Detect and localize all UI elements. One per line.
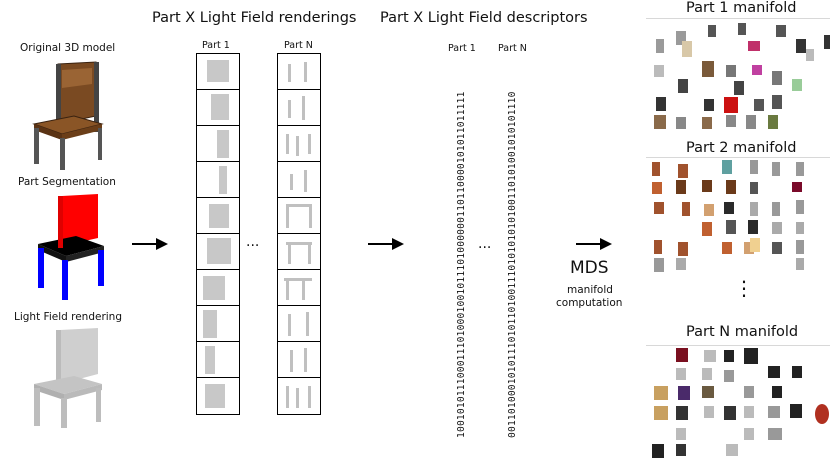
render-frame — [197, 54, 239, 90]
render-frame — [278, 90, 320, 126]
manifoldN-title: Part N manifold — [686, 324, 799, 340]
arrow-to-descriptors — [368, 238, 404, 250]
light-field-rendering-label: Light Field rendering — [14, 311, 122, 323]
descriptor-bits-partN: 0011010001010111010110100111010101010100… — [507, 91, 518, 438]
renderings-ellipsis: ··· — [246, 238, 260, 254]
render-frame — [278, 126, 320, 162]
render-frame — [197, 378, 239, 414]
manifold1-panel — [646, 18, 830, 135]
render-frame — [278, 378, 320, 414]
render-frame — [197, 90, 239, 126]
renderings-partN-column — [277, 53, 321, 415]
render-frame — [278, 54, 320, 90]
render-frame — [197, 162, 239, 198]
descriptors-title: Part X Light Field descriptors — [380, 10, 588, 26]
mds-title: MDS — [570, 258, 609, 278]
manifold2-title: Part 2 manifold — [686, 140, 797, 156]
render-frame — [278, 234, 320, 270]
manifoldN-thumbnails — [652, 348, 829, 458]
grey-rendered-chair-image — [34, 328, 102, 428]
renderings-title: Part X Light Field renderings — [152, 10, 357, 26]
render-frame — [278, 198, 320, 234]
renderings-part1-column — [196, 53, 240, 415]
segmented-chair-image — [38, 194, 104, 300]
renderings-partN-label: Part N — [284, 40, 313, 51]
arrow-to-renderings — [132, 238, 168, 250]
manifold2-thumbnails — [652, 160, 804, 272]
descriptors-ellipsis: ··· — [478, 240, 492, 256]
render-frame — [197, 270, 239, 306]
descriptors-partN-label: Part N — [498, 43, 527, 54]
mds-sub-computation: computation — [556, 297, 623, 309]
render-frame — [197, 234, 239, 270]
original-model-label: Original 3D model — [20, 42, 116, 54]
render-frame — [278, 270, 320, 306]
render-frame — [197, 126, 239, 162]
manifold2-panel — [646, 157, 830, 274]
mds-sub-manifold: manifold — [567, 284, 613, 296]
render-frame — [197, 342, 239, 378]
render-frame — [278, 342, 320, 378]
original-chair-image — [32, 61, 104, 170]
renderings-part1-label: Part 1 — [202, 40, 230, 51]
arrow-to-manifolds — [576, 238, 612, 250]
manifold-vertical-ellipsis: ⋮ — [734, 276, 754, 300]
descriptors-part1-label: Part 1 — [448, 43, 476, 54]
render-frame — [197, 198, 239, 234]
render-frame — [197, 306, 239, 342]
render-frame — [278, 162, 320, 198]
manifold1-title: Part 1 manifold — [686, 0, 797, 16]
manifoldN-panel — [646, 345, 830, 462]
part-segmentation-label: Part Segmentation — [18, 176, 116, 188]
manifold1-thumbnails — [654, 23, 830, 129]
descriptor-bits-part1: 1001010111000111010001001011101000000110… — [456, 91, 467, 438]
render-frame — [278, 306, 320, 342]
